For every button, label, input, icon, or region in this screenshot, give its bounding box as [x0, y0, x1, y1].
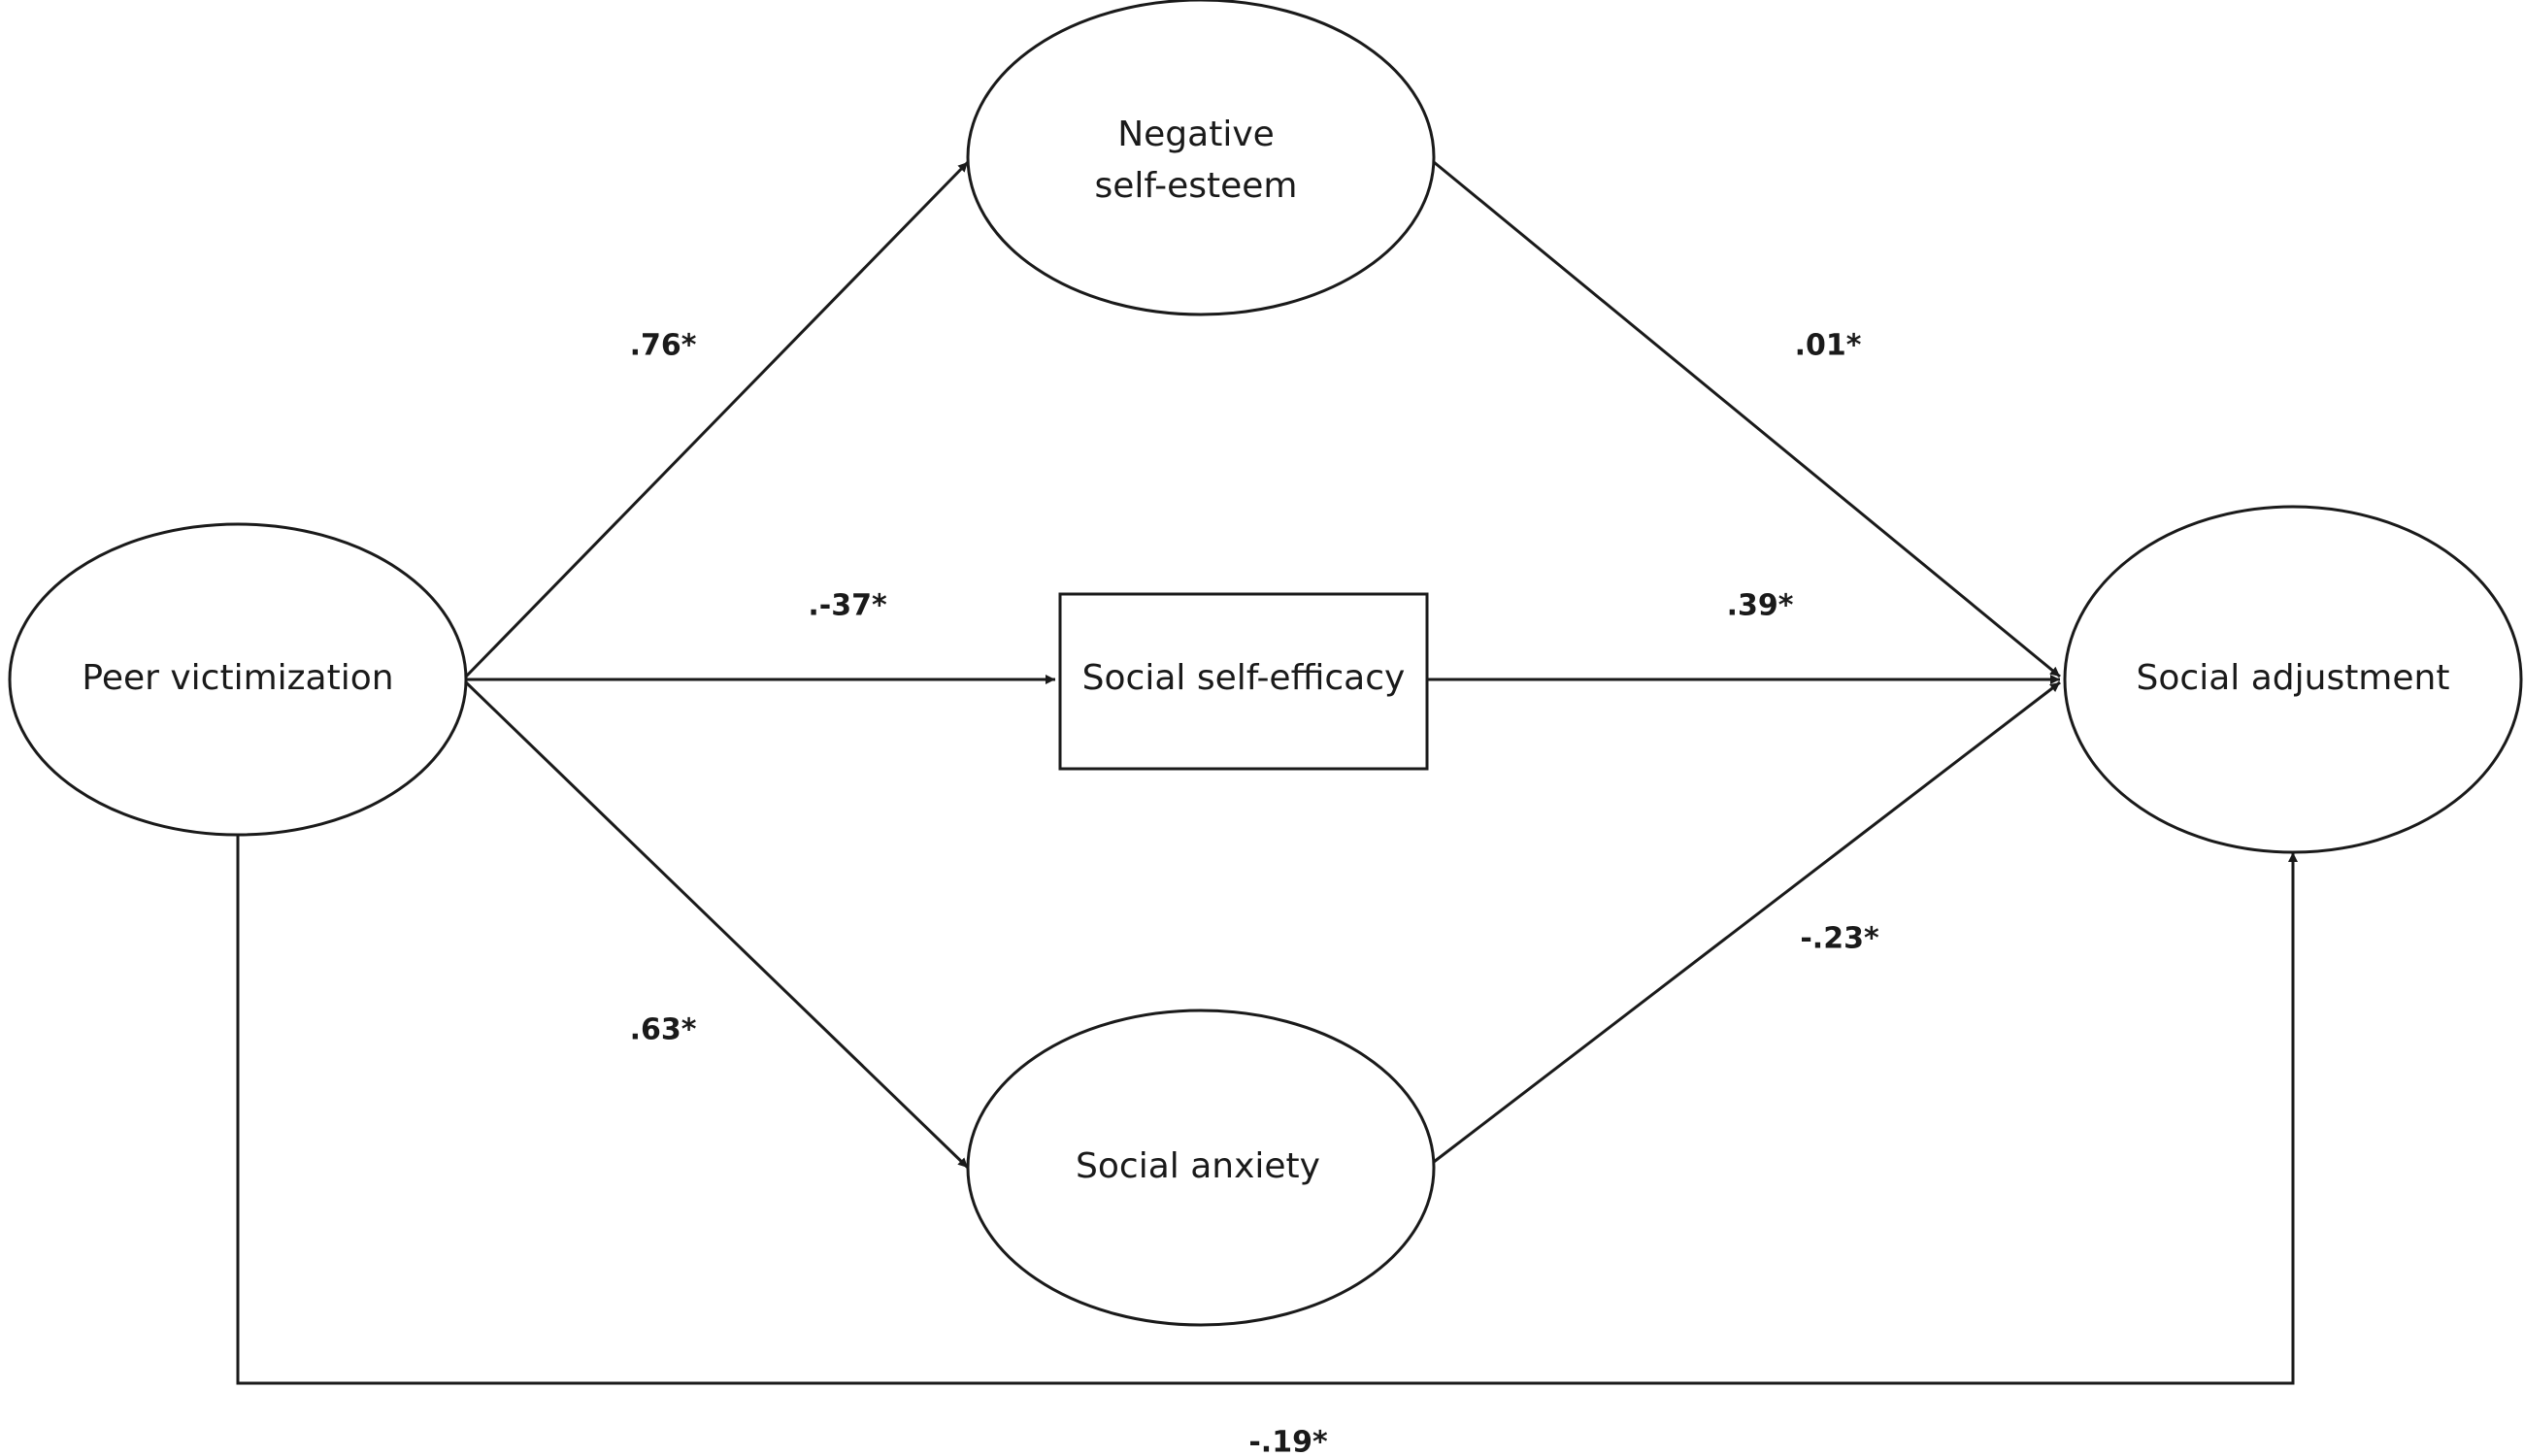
- node-social-anxiety: Social anxiety: [966, 1009, 1436, 1327]
- node-social-self-efficacy-label: Social self-efficacy: [1082, 658, 1406, 698]
- coef-pv-to-nse: .76*: [630, 329, 697, 363]
- edge-pv-to-sa: [464, 680, 970, 1170]
- coef-sa-to-adj: -.23*: [1800, 922, 1879, 956]
- node-negative-self-esteem-label-line2: self-esteem: [1095, 166, 1298, 206]
- node-social-self-efficacy: Social self-efficacy: [1058, 592, 1429, 771]
- edge-sa-to-adj: [1433, 680, 2061, 1164]
- node-social-adjustment-shape: [2063, 505, 2523, 854]
- node-social-adjustment: Social adjustment: [2063, 505, 2523, 854]
- node-negative-self-esteem: Negative self-esteem: [966, 0, 1436, 316]
- coef-pv-to-adj: -.19*: [1248, 1426, 1328, 1456]
- edge-pv-to-adj: [236, 835, 2298, 1385]
- edge-nse-to-adj: [1433, 160, 2061, 678]
- node-negative-self-esteem-label-line1: Negative: [1117, 115, 1275, 154]
- coef-sse-to-adj: .39*: [1727, 589, 1794, 623]
- node-social-anxiety-label: Social anxiety: [1076, 1146, 1320, 1186]
- node-social-adjustment-label: Social adjustment: [2137, 658, 2450, 698]
- edge-pv-to-nse: [464, 160, 970, 678]
- node-peer-victimization-shape: [8, 522, 468, 837]
- coef-nse-to-adj: .01*: [1795, 329, 1862, 363]
- node-social-anxiety-shape: [966, 1009, 1436, 1327]
- coef-pv-to-sa: .63*: [630, 1013, 697, 1047]
- coef-pv-to-sse: .-37*: [808, 589, 887, 623]
- node-peer-victimization-label: Peer victimization: [82, 658, 393, 698]
- node-social-self-efficacy-shape: [1058, 592, 1429, 771]
- node-peer-victimization: Peer victimization: [8, 522, 468, 837]
- node-negative-self-esteem-shape: [966, 0, 1436, 316]
